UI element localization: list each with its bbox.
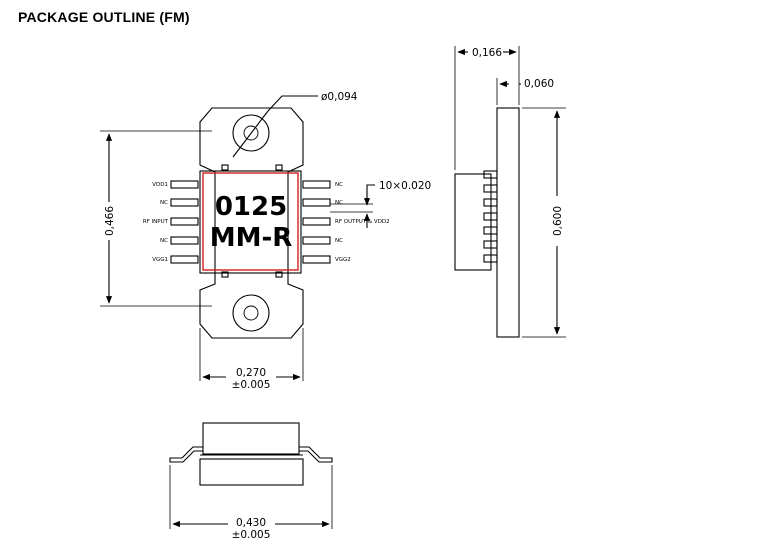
- part-marking-line2: MM-R: [210, 223, 293, 253]
- side-leads: [483, 170, 498, 263]
- front-body: [202, 422, 300, 455]
- page-title: PACKAGE OUTLINE (FM): [18, 9, 190, 25]
- body-width-label: 0,270: [236, 367, 266, 379]
- mounting-hole-top: [232, 114, 270, 152]
- part-marking-line1: 0125: [215, 192, 287, 222]
- pin-label-rf-input: RF INPUT: [143, 219, 169, 225]
- mounting-hole-bottom-inner: [243, 305, 259, 321]
- side-flange: [496, 107, 520, 338]
- pin-label-vgg2: VGG2: [335, 257, 351, 263]
- side-lead-offset-label: 0,060: [524, 78, 554, 90]
- right-leads: [302, 180, 331, 264]
- pin-label-nc-left-1: NC: [160, 200, 168, 206]
- pin-label-nc-left-2: NC: [160, 238, 168, 244]
- pin-label-nc-right-3: NC: [335, 238, 343, 244]
- front-lead-left: [169, 446, 203, 463]
- die-outline: [202, 172, 299, 271]
- overall-width-tolerance: ±0.005: [232, 529, 271, 541]
- mounting-hole-top-inner: [243, 125, 259, 141]
- height-top-label: 0,466: [104, 206, 116, 236]
- pin-label-vdd1: VDD1: [152, 182, 168, 188]
- body-width-tolerance: ±0.005: [232, 379, 271, 391]
- side-height-label: 0,600: [552, 206, 564, 236]
- overall-width-label: 0,430: [236, 517, 266, 529]
- side-thickness-label: 0,166: [472, 47, 502, 59]
- side-view: [454, 46, 566, 338]
- pin-label-rf-output: RF OUTPUT & VDD2: [335, 219, 390, 225]
- pin-label-nc-right-2: NC: [335, 200, 343, 206]
- mounting-hole-bottom: [232, 294, 270, 332]
- side-body: [454, 173, 492, 271]
- lead-spec-label: 10×0.020: [379, 180, 431, 192]
- hole-diameter-label: ø0,094: [321, 91, 358, 103]
- pin-label-vgg1: VGG1: [152, 257, 168, 263]
- package-body: [199, 170, 302, 274]
- flange-outline: [199, 107, 304, 339]
- front-view: [169, 422, 333, 529]
- left-leads: [170, 180, 199, 264]
- pin-label-nc-right-1: NC: [335, 182, 343, 188]
- front-base: [199, 458, 304, 486]
- front-lead-right: [299, 446, 333, 463]
- top-view: [100, 95, 375, 381]
